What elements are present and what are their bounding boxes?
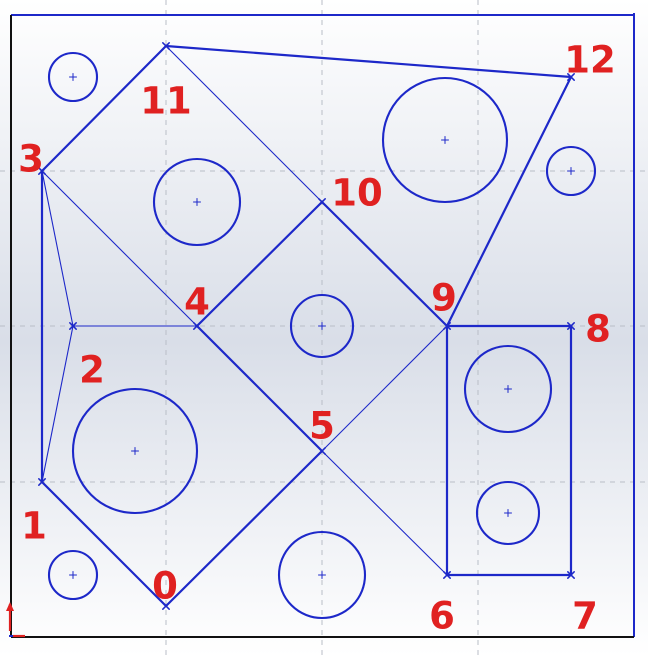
edge-0-1 xyxy=(40,480,168,608)
vertex-label-11: 11 xyxy=(140,80,192,123)
vertex-label-1: 1 xyxy=(21,505,47,548)
thin-edge-11-10 xyxy=(165,45,323,203)
vertex-4-mark-b xyxy=(193,322,201,330)
vertex-label-4: 4 xyxy=(184,281,210,324)
vertex-0-mark-b xyxy=(162,602,170,610)
circle-a xyxy=(47,51,99,103)
circle-f xyxy=(463,344,553,434)
vertex-label-0: 0 xyxy=(152,565,178,608)
circle-b xyxy=(381,76,509,204)
vertex-12-mark-b xyxy=(567,73,575,81)
vertex-2-mark-b xyxy=(69,322,77,330)
vertex-11-mark-b xyxy=(162,42,170,50)
thin-edge-1-2 xyxy=(41,325,74,483)
vertex-6-mark-b xyxy=(443,571,451,579)
thick-edges-layer xyxy=(40,44,573,608)
vertex-label-9: 9 xyxy=(431,277,457,320)
edge-9-10 xyxy=(320,200,449,328)
vertex-label-2: 2 xyxy=(79,349,105,392)
vertex-label-8: 8 xyxy=(585,308,611,351)
vertex-label-6: 6 xyxy=(429,595,455,638)
circle-h xyxy=(475,480,541,546)
thin-edge-2-3 xyxy=(41,170,74,327)
vertex-8-mark-b xyxy=(567,322,575,330)
thin-edge-5-6 xyxy=(321,450,448,576)
vertex-10-mark-b xyxy=(318,198,326,206)
circle-j xyxy=(277,530,367,620)
vertex-label-7: 7 xyxy=(572,595,598,638)
thin-edge-3-4 xyxy=(41,170,198,327)
edge-5-0 xyxy=(164,449,324,608)
circle-e xyxy=(289,293,355,359)
vertex-9-mark-b xyxy=(443,322,451,330)
circle-d xyxy=(152,157,242,247)
vertex-label-3: 3 xyxy=(18,138,44,181)
vertex-marks-layer xyxy=(38,42,575,610)
sketch-frame xyxy=(6,13,635,638)
thin-edges-layer xyxy=(41,45,448,576)
vertex-label-12: 12 xyxy=(564,39,616,82)
edge-10-4 xyxy=(195,200,324,328)
edge-12-9 xyxy=(445,75,573,328)
edge-11-12 xyxy=(164,44,573,79)
edge-4-5 xyxy=(195,324,324,453)
circle-g xyxy=(71,387,199,515)
vertex-1-mark-b xyxy=(38,478,46,486)
vertex-7-mark-b xyxy=(567,571,575,579)
circle-i xyxy=(47,549,99,601)
origin-arrow-y-icon xyxy=(6,602,14,611)
vertex-3-mark-b xyxy=(38,167,46,175)
edge-3-11 xyxy=(40,44,168,173)
circles-layer xyxy=(47,51,597,620)
vertex-5-mark-b xyxy=(318,447,326,455)
vertex-label-5: 5 xyxy=(309,405,335,448)
vertex-label-10: 10 xyxy=(331,172,383,215)
thin-edge-5-9 xyxy=(321,325,448,452)
circle-c xyxy=(545,145,597,197)
